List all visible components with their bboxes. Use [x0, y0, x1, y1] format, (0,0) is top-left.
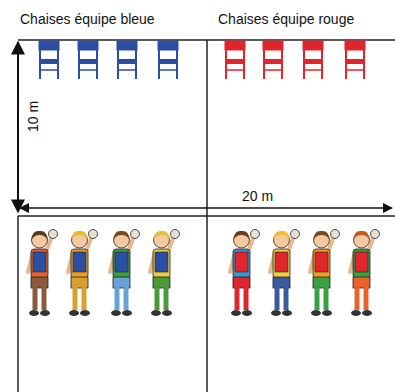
chair-icon: [158, 41, 178, 79]
blue-team-kids: [28, 230, 180, 317]
chair-icon: [345, 41, 365, 79]
child-figure: [110, 230, 140, 317]
field-lines: [18, 40, 395, 392]
child-figure: [68, 230, 98, 317]
dimension-label: 10 m: [26, 101, 41, 132]
child-figure: [310, 230, 340, 317]
child-figure: [270, 230, 300, 317]
blue-chairs: [39, 41, 178, 79]
chair-caption: Chaises équipe bleue: [20, 12, 155, 27]
red-team-kids: [230, 230, 380, 317]
chair-caption: Chaises équipe rouge: [218, 12, 354, 27]
child-figure: [28, 230, 58, 317]
child-figure: [350, 230, 380, 317]
chair-icon: [225, 41, 245, 79]
chair-icon: [263, 41, 283, 79]
chair-icon: [39, 41, 59, 79]
chair-icon: [78, 41, 98, 79]
child-figure: [150, 230, 180, 317]
red-chairs: [225, 41, 365, 79]
chair-icon: [117, 41, 137, 79]
dimension-lines: [18, 42, 392, 212]
dimension-label: 20 m: [242, 189, 273, 204]
child-figure: [230, 230, 260, 317]
chair-icon: [303, 41, 323, 79]
